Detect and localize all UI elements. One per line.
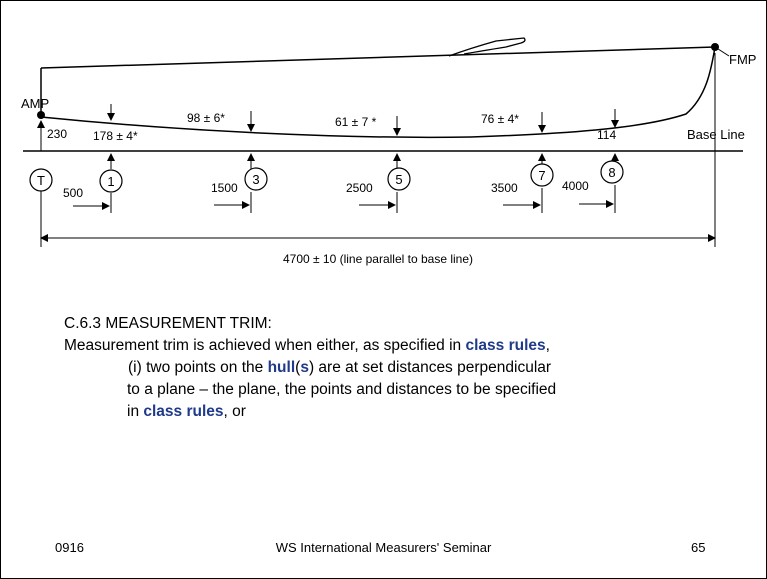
rule-heading: C.6.3 MEASUREMENT TRIM:	[64, 315, 272, 332]
amp-point	[37, 111, 45, 119]
rule-line-1: Measurement trim is achieved when either…	[64, 335, 744, 357]
height-178: 178 ± 4*	[93, 129, 138, 143]
sheer-line	[40, 46, 716, 69]
rule-line-4-end: , or	[223, 403, 246, 420]
hull-plural-term: s	[300, 359, 309, 376]
height-76: 76 ± 4*	[481, 112, 519, 126]
station-8-marker	[600, 160, 624, 184]
fmp-point	[711, 43, 719, 51]
slide-number: 65	[691, 540, 706, 555]
rule-line-3: to a plane – the plane, the points and d…	[127, 381, 557, 398]
rule-line-2: (i) two points on the hull(s) are at set…	[64, 357, 744, 379]
hull-bottom-curve	[40, 46, 716, 139]
distance-3500: 3500	[491, 181, 518, 195]
station-7-label: 7	[538, 168, 545, 183]
rule-line-1-end: ,	[545, 337, 550, 354]
overall-length-label: 4700 ± 10 (line parallel to base line)	[283, 252, 473, 266]
distance-1500: 1500	[211, 181, 238, 195]
rule-line-4: in class rules, or	[64, 401, 744, 423]
height-230: 230	[47, 127, 67, 141]
rule-line-1-text: Measurement trim is achieved when either…	[64, 337, 466, 354]
class-rules-term-2: class rules	[143, 403, 224, 420]
fmp-label: FMP	[729, 52, 756, 67]
rule-line-2-end: ) are at set distances perpendicular	[308, 359, 552, 376]
station-5-marker	[387, 167, 411, 191]
rule-text: C.6.3 MEASUREMENT TRIM: Measurement trim…	[64, 313, 744, 423]
height-98: 98 ± 6*	[187, 111, 225, 125]
station-7-marker	[530, 163, 554, 187]
distance-500: 500	[63, 186, 83, 200]
station-8-label: 8	[608, 165, 615, 180]
station-1-marker	[99, 169, 123, 193]
cockpit-outline	[448, 37, 526, 57]
distance-4000: 4000	[562, 179, 589, 193]
hull-diagram: AMP FMP Base Line 230 178 ± 4* 98 ± 6* 6…	[21, 37, 756, 266]
hull-term: hull	[267, 359, 296, 376]
distance-2500: 2500	[346, 181, 373, 195]
rule-line-2-paren: (	[295, 359, 301, 376]
station-3-marker	[244, 167, 268, 191]
base-line-label: Base Line	[687, 127, 745, 142]
rule-line-4-text: in	[127, 403, 144, 420]
station-5-label: 5	[395, 172, 402, 187]
height-61: 61 ± 7 *	[335, 115, 377, 129]
height-114: 114	[597, 128, 616, 142]
class-rules-term: class rules	[465, 337, 546, 354]
station-t-label: T	[37, 173, 45, 188]
station-3-label: 3	[252, 172, 259, 187]
station-1-label: 1	[107, 174, 114, 189]
rule-line-2-text: (i) two points on the	[128, 359, 268, 376]
footer-title: WS International Measurers' Seminar	[275, 540, 492, 555]
amp-label: AMP	[21, 96, 49, 111]
footer-code: 0916	[55, 540, 84, 555]
